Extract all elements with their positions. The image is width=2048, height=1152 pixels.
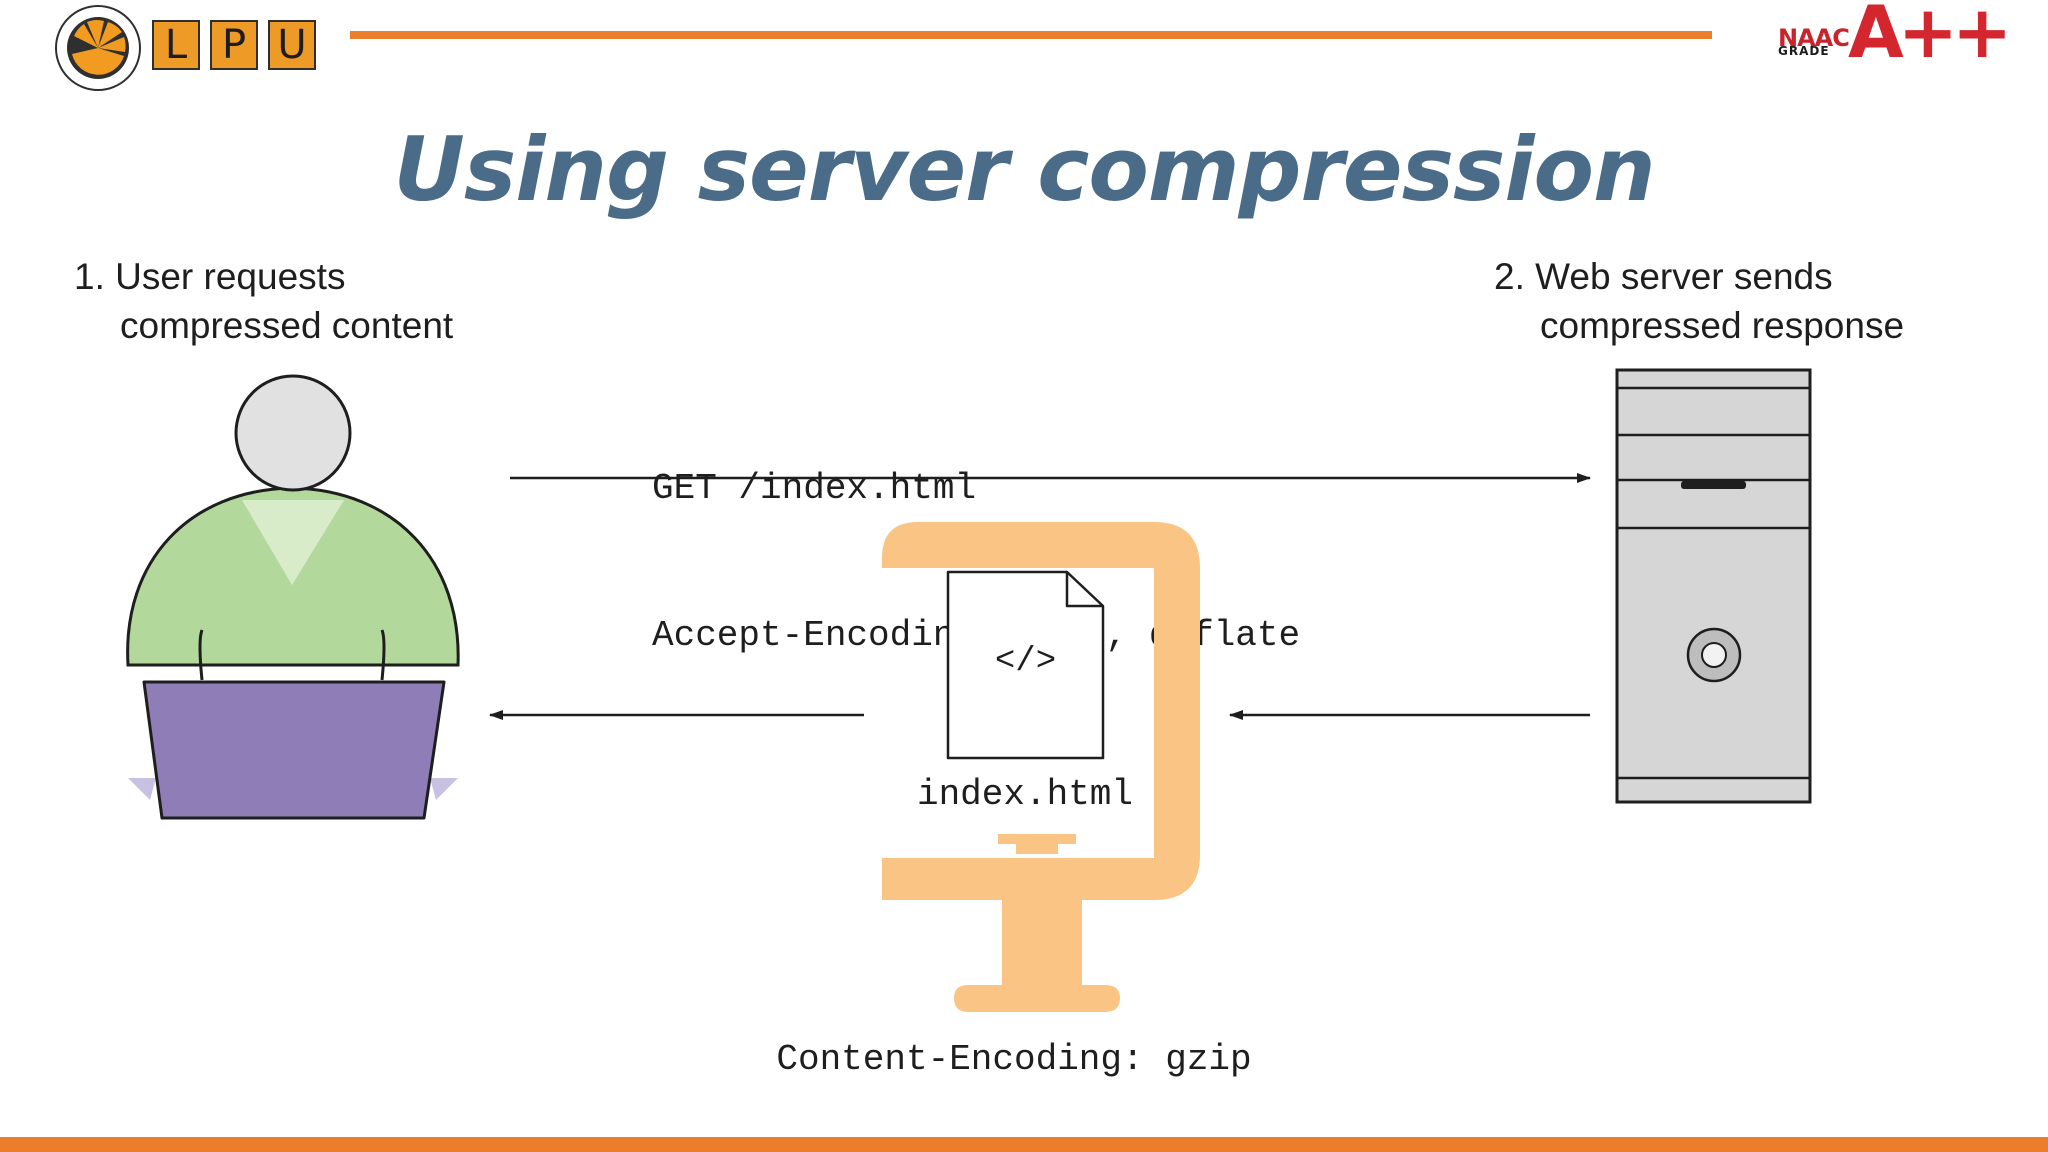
html-code-glyph: </> bbox=[994, 643, 1057, 681]
logo-letter-p: P bbox=[210, 20, 258, 70]
client-step-label: 1. User requests compressed content bbox=[74, 252, 453, 350]
html-file-icon bbox=[946, 570, 1105, 760]
naac-grade-label: GRADE bbox=[1778, 44, 1830, 58]
server-step-label: 2. Web server sends compressed response bbox=[1494, 252, 1904, 350]
content-encoding-header: Content-Encoding: gzip bbox=[776, 1039, 1252, 1080]
file-name: index.html bbox=[916, 774, 1134, 815]
server-label-line2: compressed response bbox=[1540, 305, 1905, 346]
footer-bar bbox=[0, 1137, 2048, 1152]
logo-letter-u: U bbox=[268, 20, 316, 70]
header-rule bbox=[350, 31, 1712, 39]
client-label-line2: compressed content bbox=[120, 305, 454, 346]
request-line: GET /index.html bbox=[652, 468, 977, 509]
university-seal-icon bbox=[54, 4, 142, 97]
request-headers: GET /index.html Accept-Encoding: gzip, d… bbox=[652, 366, 1300, 709]
user-with-laptop-icon bbox=[126, 374, 460, 820]
page-title: Using server compression bbox=[393, 118, 1655, 221]
logo-letter-l: L bbox=[152, 20, 200, 70]
web-server-icon bbox=[1615, 368, 1812, 804]
naac-name: NAAC bbox=[1778, 24, 1850, 52]
compression-clamp-icon bbox=[882, 522, 1200, 1012]
client-label-line1: 1. User requests bbox=[74, 256, 346, 297]
server-label-line1: 2. Web server sends bbox=[1494, 256, 1833, 297]
naac-grade-value: A++ bbox=[1848, 0, 2012, 74]
